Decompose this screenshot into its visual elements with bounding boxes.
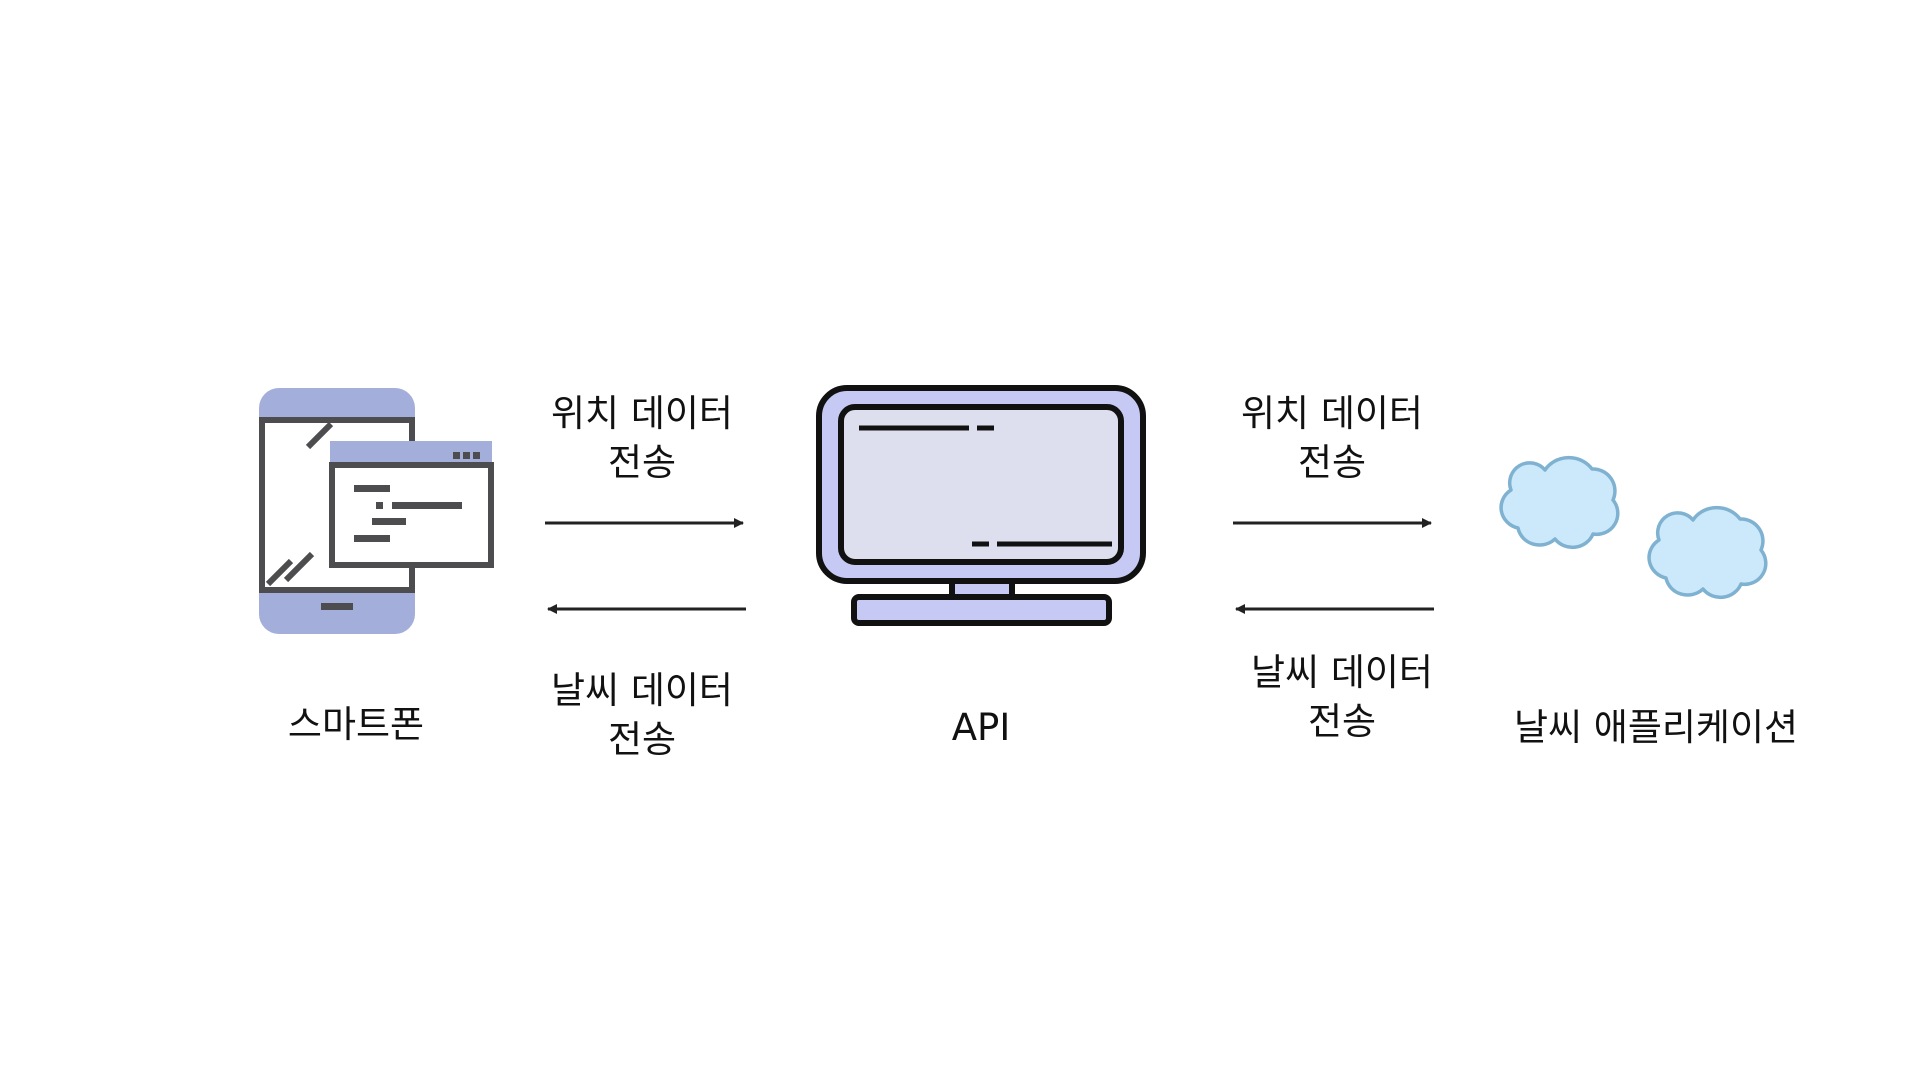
edge-label-line: 날씨 데이터 xyxy=(1251,651,1433,694)
cloud-icon xyxy=(1499,455,1768,600)
edge-label-line: 날씨 데이터 xyxy=(551,669,733,712)
edge-label-api-to-app: 위치 데이터 전송 xyxy=(1226,389,1438,487)
edge-label-line: 전송 xyxy=(607,718,677,761)
edge-label-line: 위치 데이터 xyxy=(551,392,733,435)
smartphone-icon xyxy=(259,388,494,634)
edge-label-line: 전송 xyxy=(607,441,677,484)
monitor-icon xyxy=(816,385,1146,626)
edge-label-api-to-phone: 날씨 데이터 전송 xyxy=(536,666,748,764)
node-label-weather-app: 날씨 애플리케이션 xyxy=(1513,706,1799,749)
edge-label-line: 전송 xyxy=(1297,441,1367,484)
edge-label-phone-to-api: 위치 데이터 전송 xyxy=(536,389,748,487)
node-label-smartphone: 스마트폰 xyxy=(287,703,425,746)
edge-label-line: 위치 데이터 xyxy=(1241,392,1423,435)
edge-label-app-to-api: 날씨 데이터 전송 xyxy=(1236,648,1448,746)
node-label-api: API xyxy=(951,706,1011,749)
edge-label-line: 전송 xyxy=(1307,700,1377,743)
